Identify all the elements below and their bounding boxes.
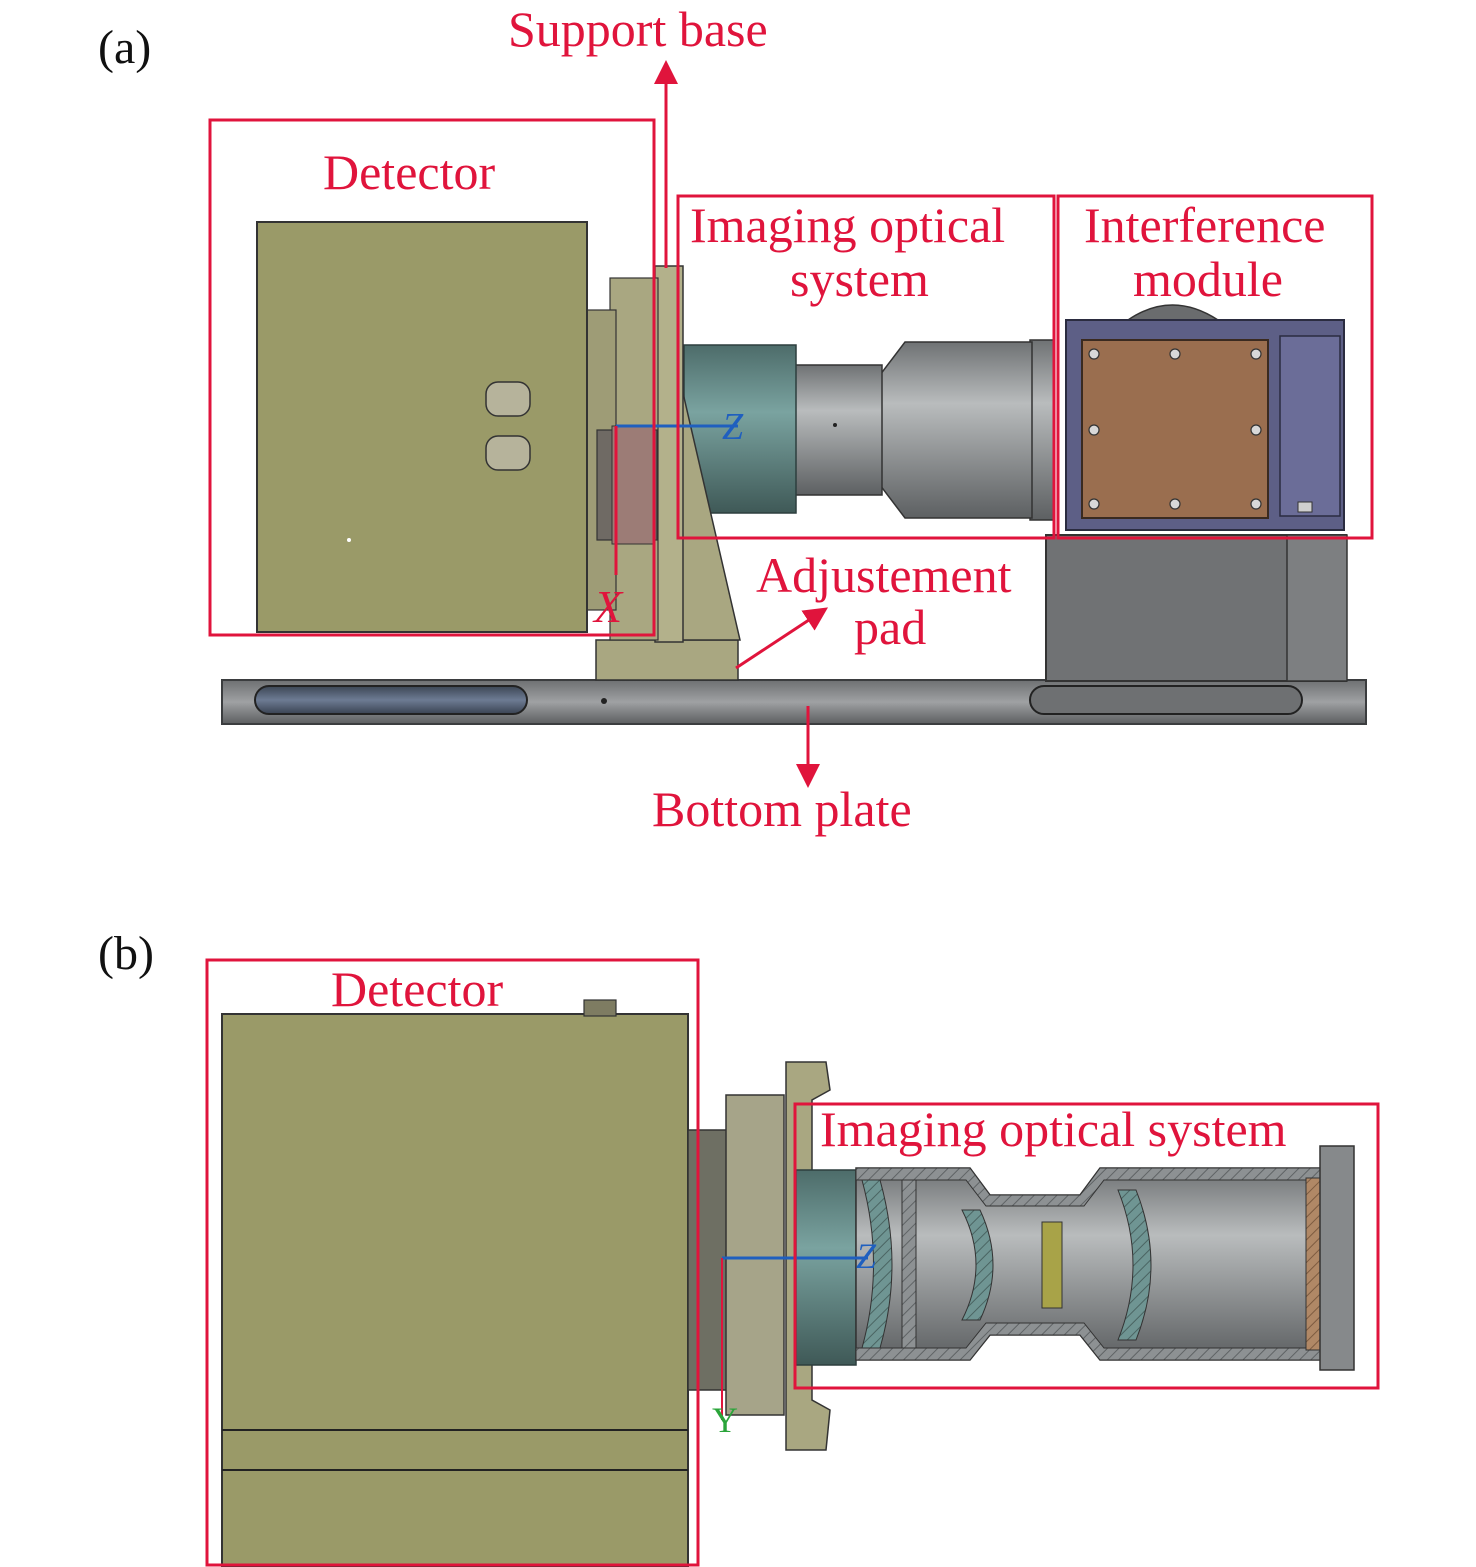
panel-b-drawing <box>205 958 1380 1567</box>
imaging-optical-system-label-b: Imaging optical system <box>820 1101 1287 1157</box>
imaging-optical-system-label-a-line2: system <box>790 251 929 307</box>
imaging-optical-system-label-a-line1: Imaging optical <box>690 197 1006 253</box>
axis-x-label-a: X <box>594 581 623 632</box>
axis-y-label-b: Y <box>712 1400 738 1440</box>
detector-label-b: Detector <box>331 961 504 1017</box>
panel-b-tag: (b) <box>98 927 154 980</box>
support-base-label: Support base <box>508 1 768 57</box>
axis-z-label-a: Z <box>722 406 744 448</box>
panel-a-tag: (a) <box>98 21 152 74</box>
adjustment-pad-label-line2: pad <box>854 599 927 655</box>
panel-a-drawing <box>208 60 1374 788</box>
detector-label-a: Detector <box>323 144 496 200</box>
interference-module-label-line2: module <box>1133 251 1283 307</box>
axis-z-label-b: Z <box>856 1236 877 1276</box>
adjustment-pad-label-line1: Adjustement <box>756 547 1012 603</box>
interference-module-label-line1: Interference <box>1084 197 1326 253</box>
bottom-plate-label: Bottom plate <box>652 781 912 837</box>
